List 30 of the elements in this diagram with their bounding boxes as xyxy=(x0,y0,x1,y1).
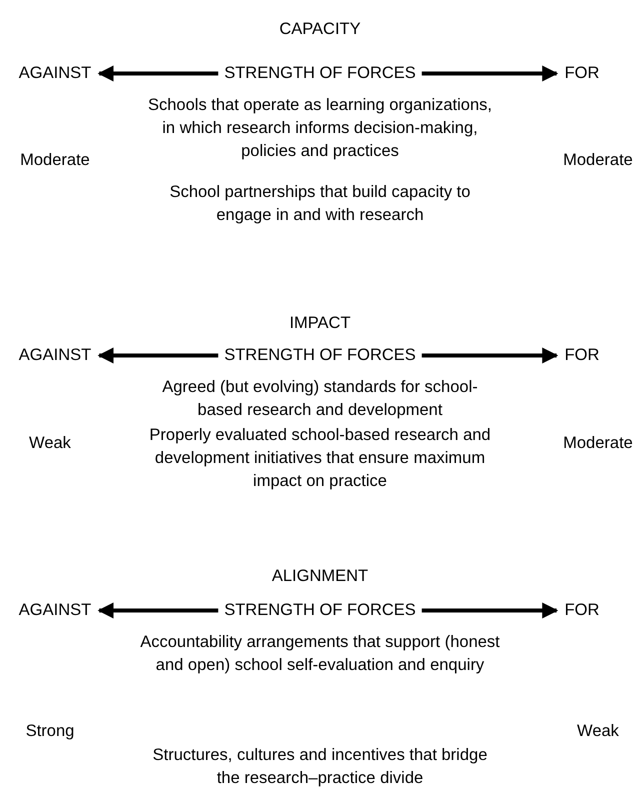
strength-rating: Moderate xyxy=(19,150,91,171)
side-label: AGAINST xyxy=(18,62,92,85)
factor-text: Agreed (but evolving) standards for school-based research and development xyxy=(161,377,479,421)
section-heading: ALIGNMENT xyxy=(270,566,370,587)
factor-text: Properly evaluated school-based research and development initiatives that ensure maximum impact on practice xyxy=(148,425,492,492)
arrow xyxy=(422,66,558,82)
arrow xyxy=(98,66,218,82)
side-label: AGAINST xyxy=(18,599,92,622)
side-label: FOR xyxy=(564,62,600,85)
strength-rating: Moderate xyxy=(562,433,634,454)
arrow xyxy=(422,348,558,364)
strength-rating: Moderate xyxy=(562,150,634,171)
arrow xyxy=(98,602,218,618)
side-label: FOR xyxy=(564,599,600,622)
section-heading: IMPACT xyxy=(288,313,352,334)
force-scale-label: STRENGTH OF FORCES xyxy=(224,599,416,622)
force-scale-label: STRENGTH OF FORCES xyxy=(224,344,416,367)
factor-text: School partnerships that build capacity to engage in and with research xyxy=(168,182,472,226)
strength-rating: Strong xyxy=(24,721,76,742)
arrow xyxy=(98,348,218,364)
arrow xyxy=(422,602,558,618)
strength-rating: Weak xyxy=(576,721,620,742)
section-heading: CAPACITY xyxy=(278,19,362,40)
side-label: AGAINST xyxy=(18,344,92,367)
side-label: FOR xyxy=(564,344,600,367)
factor-text: Accountability arrangements that support (honest and open) school self-evaluation and enquiry xyxy=(140,632,500,676)
force-scale-label: STRENGTH OF FORCES xyxy=(224,62,416,85)
factor-text: Schools that operate as learning organizations, in which research informs decision-making, policies and practices xyxy=(147,95,493,162)
factor-text: Structures, cultures and incentives that bridge the research–practice divide xyxy=(152,745,488,789)
strength-rating: Weak xyxy=(28,433,72,454)
